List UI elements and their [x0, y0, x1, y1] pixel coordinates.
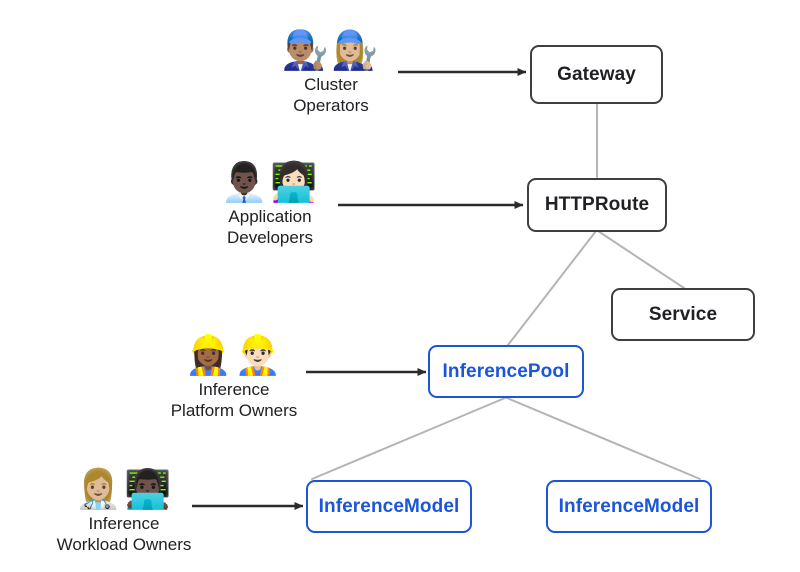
node-gateway[interactable]: Gateway — [530, 45, 663, 104]
inference-workload-owners-emoji-group: 👩🏼‍⚕️👨🏿‍💻 — [74, 467, 174, 511]
node-service[interactable]: Service — [611, 288, 755, 341]
node-inferencemodel-2-label: InferenceModel — [558, 495, 700, 517]
node-inferencemodel-1[interactable]: InferenceModel — [306, 480, 472, 533]
node-httproute-label: HTTPRoute — [544, 194, 650, 215]
node-inferencemodel-2[interactable]: InferenceModel — [546, 480, 712, 533]
edge-httproute-service — [597, 230, 685, 289]
node-gateway-label: Gateway — [557, 63, 636, 85]
actor-inference-workload-owners: 👩🏼‍⚕️👨🏿‍💻 Inference Workload Owners — [9, 467, 239, 555]
node-httproute[interactable]: HTTPRoute — [527, 178, 667, 232]
actor-inference-platform-owners: 👷🏾‍♀️👷🏻‍♂️ Inference Platform Owners — [119, 333, 349, 421]
inference-platform-owners-label: Inference Platform Owners — [170, 380, 298, 420]
node-inferencemodel-1-label: InferenceModel — [318, 495, 460, 517]
edge-httproute-inferencepool — [507, 230, 597, 346]
node-inferencepool-label: InferencePool — [442, 360, 570, 382]
inference-platform-owners-emoji-group: 👷🏾‍♀️👷🏻‍♂️ — [184, 333, 284, 377]
cluster-operators-emoji-group: 👨🏽‍🔧👩🏼‍🔧 — [281, 28, 381, 72]
actor-cluster-operators: 👨🏽‍🔧👩🏼‍🔧 Cluster Operators — [216, 28, 446, 116]
node-service-label: Service — [648, 303, 718, 325]
node-inferencepool[interactable]: InferencePool — [428, 345, 584, 398]
cluster-operators-label: Cluster Operators — [293, 75, 369, 115]
inference-workload-owners-label: Inference Workload Owners — [56, 514, 192, 554]
actor-application-developers: 👨🏿‍💼👩🏻‍💻 Application Developers — [155, 160, 385, 248]
application-developers-label: Application Developers — [227, 207, 313, 247]
application-developers-emoji-group: 👨🏿‍💼👩🏻‍💻 — [220, 160, 320, 204]
edge-inferencepool-model-2 — [506, 397, 701, 480]
